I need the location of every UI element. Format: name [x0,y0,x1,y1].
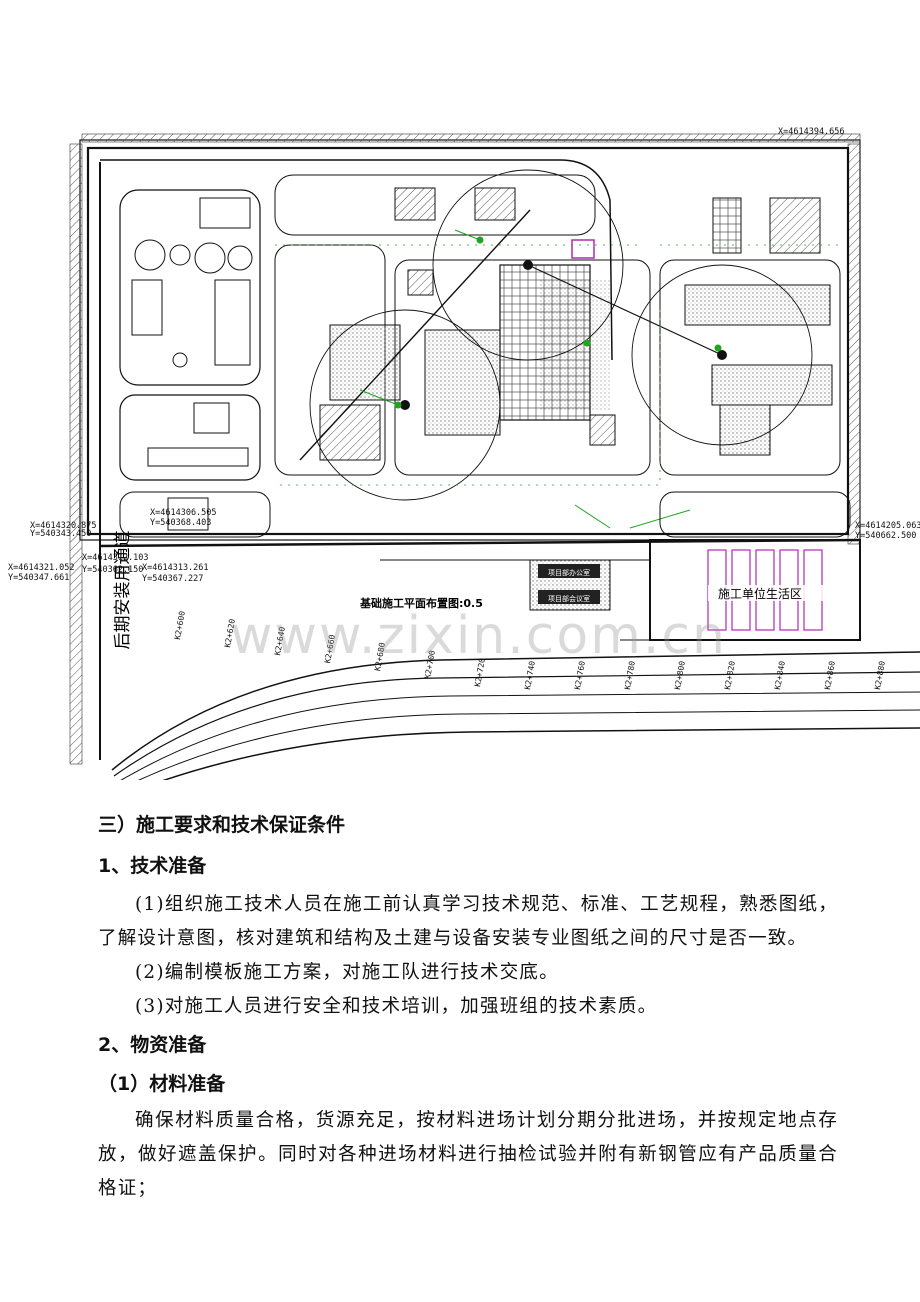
heading-tech-prep: 1、技术准备 [98,855,207,877]
coord-label: X=4614205.063 [855,521,920,531]
section-title: 三）施工要求和技术保证条件 [98,814,346,836]
office-label-1: 项目部办公室 [548,568,590,577]
station-label: K2+880 [873,660,887,690]
coord-label: Y=540343.450 [30,529,91,539]
coord-label: X=4614306.505 [150,508,217,518]
watermark: www.zixin.com.cn [230,606,727,666]
coord-label: X=4614312.103 [82,553,149,563]
station-label: K2+600 [173,610,187,640]
coord-label: Y=540362.150 [82,565,143,575]
document-body: 三）施工要求和技术保证条件 1、技术准备 (1)组织施工技术人员在施工前认真学习… [98,810,838,1206]
plan-caption: 基础施工平面布置图:0.5 [359,596,483,610]
coord-label: X=4614313.261 [142,563,209,573]
station-label: K2+840 [773,660,787,690]
road-label: 后期安装用通道 [113,531,133,650]
coord-label: Y=540367.227 [142,574,203,584]
paragraph: (2)编制模板施工方案，对施工队进行技术交底。 [135,962,559,983]
living-area-label: 施工单位生活区 [718,586,802,601]
subheading-materials: （1）材料准备 [98,1073,226,1095]
heading-material-prep: 2、物资准备 [98,1034,207,1056]
office-label-2: 项目部会议室 [548,594,590,603]
coord-label: X=4614320.875 [30,521,97,531]
coord-label: Y=540662.500 [855,531,916,541]
paragraph: (3)对施工人员进行安全和技术培训，加强班组的技术素质。 [135,996,658,1017]
coord-label: X=4614321.052 [8,563,75,573]
coord-label: Y=540368.403 [150,518,211,528]
paragraph: (1)组织施工技术人员在施工前认真学习技术规范、标准、工艺规程，熟悉图纸，了解设… [98,894,838,949]
coord-label: Y=540347.661 [8,573,69,583]
station-label: K2+860 [823,660,837,690]
site-plan-drawing: 施工单位生活区 项目部办公室 项目部会议室 基础施工平面布置图:0.5 后期安装… [8,127,920,780]
coord-label: X=4614394.656 [778,127,845,137]
paragraph: 确保材料质量合格，货源充足，按材料进场计划分期分批进场，并按规定地点存放，做好遮… [98,1110,838,1199]
